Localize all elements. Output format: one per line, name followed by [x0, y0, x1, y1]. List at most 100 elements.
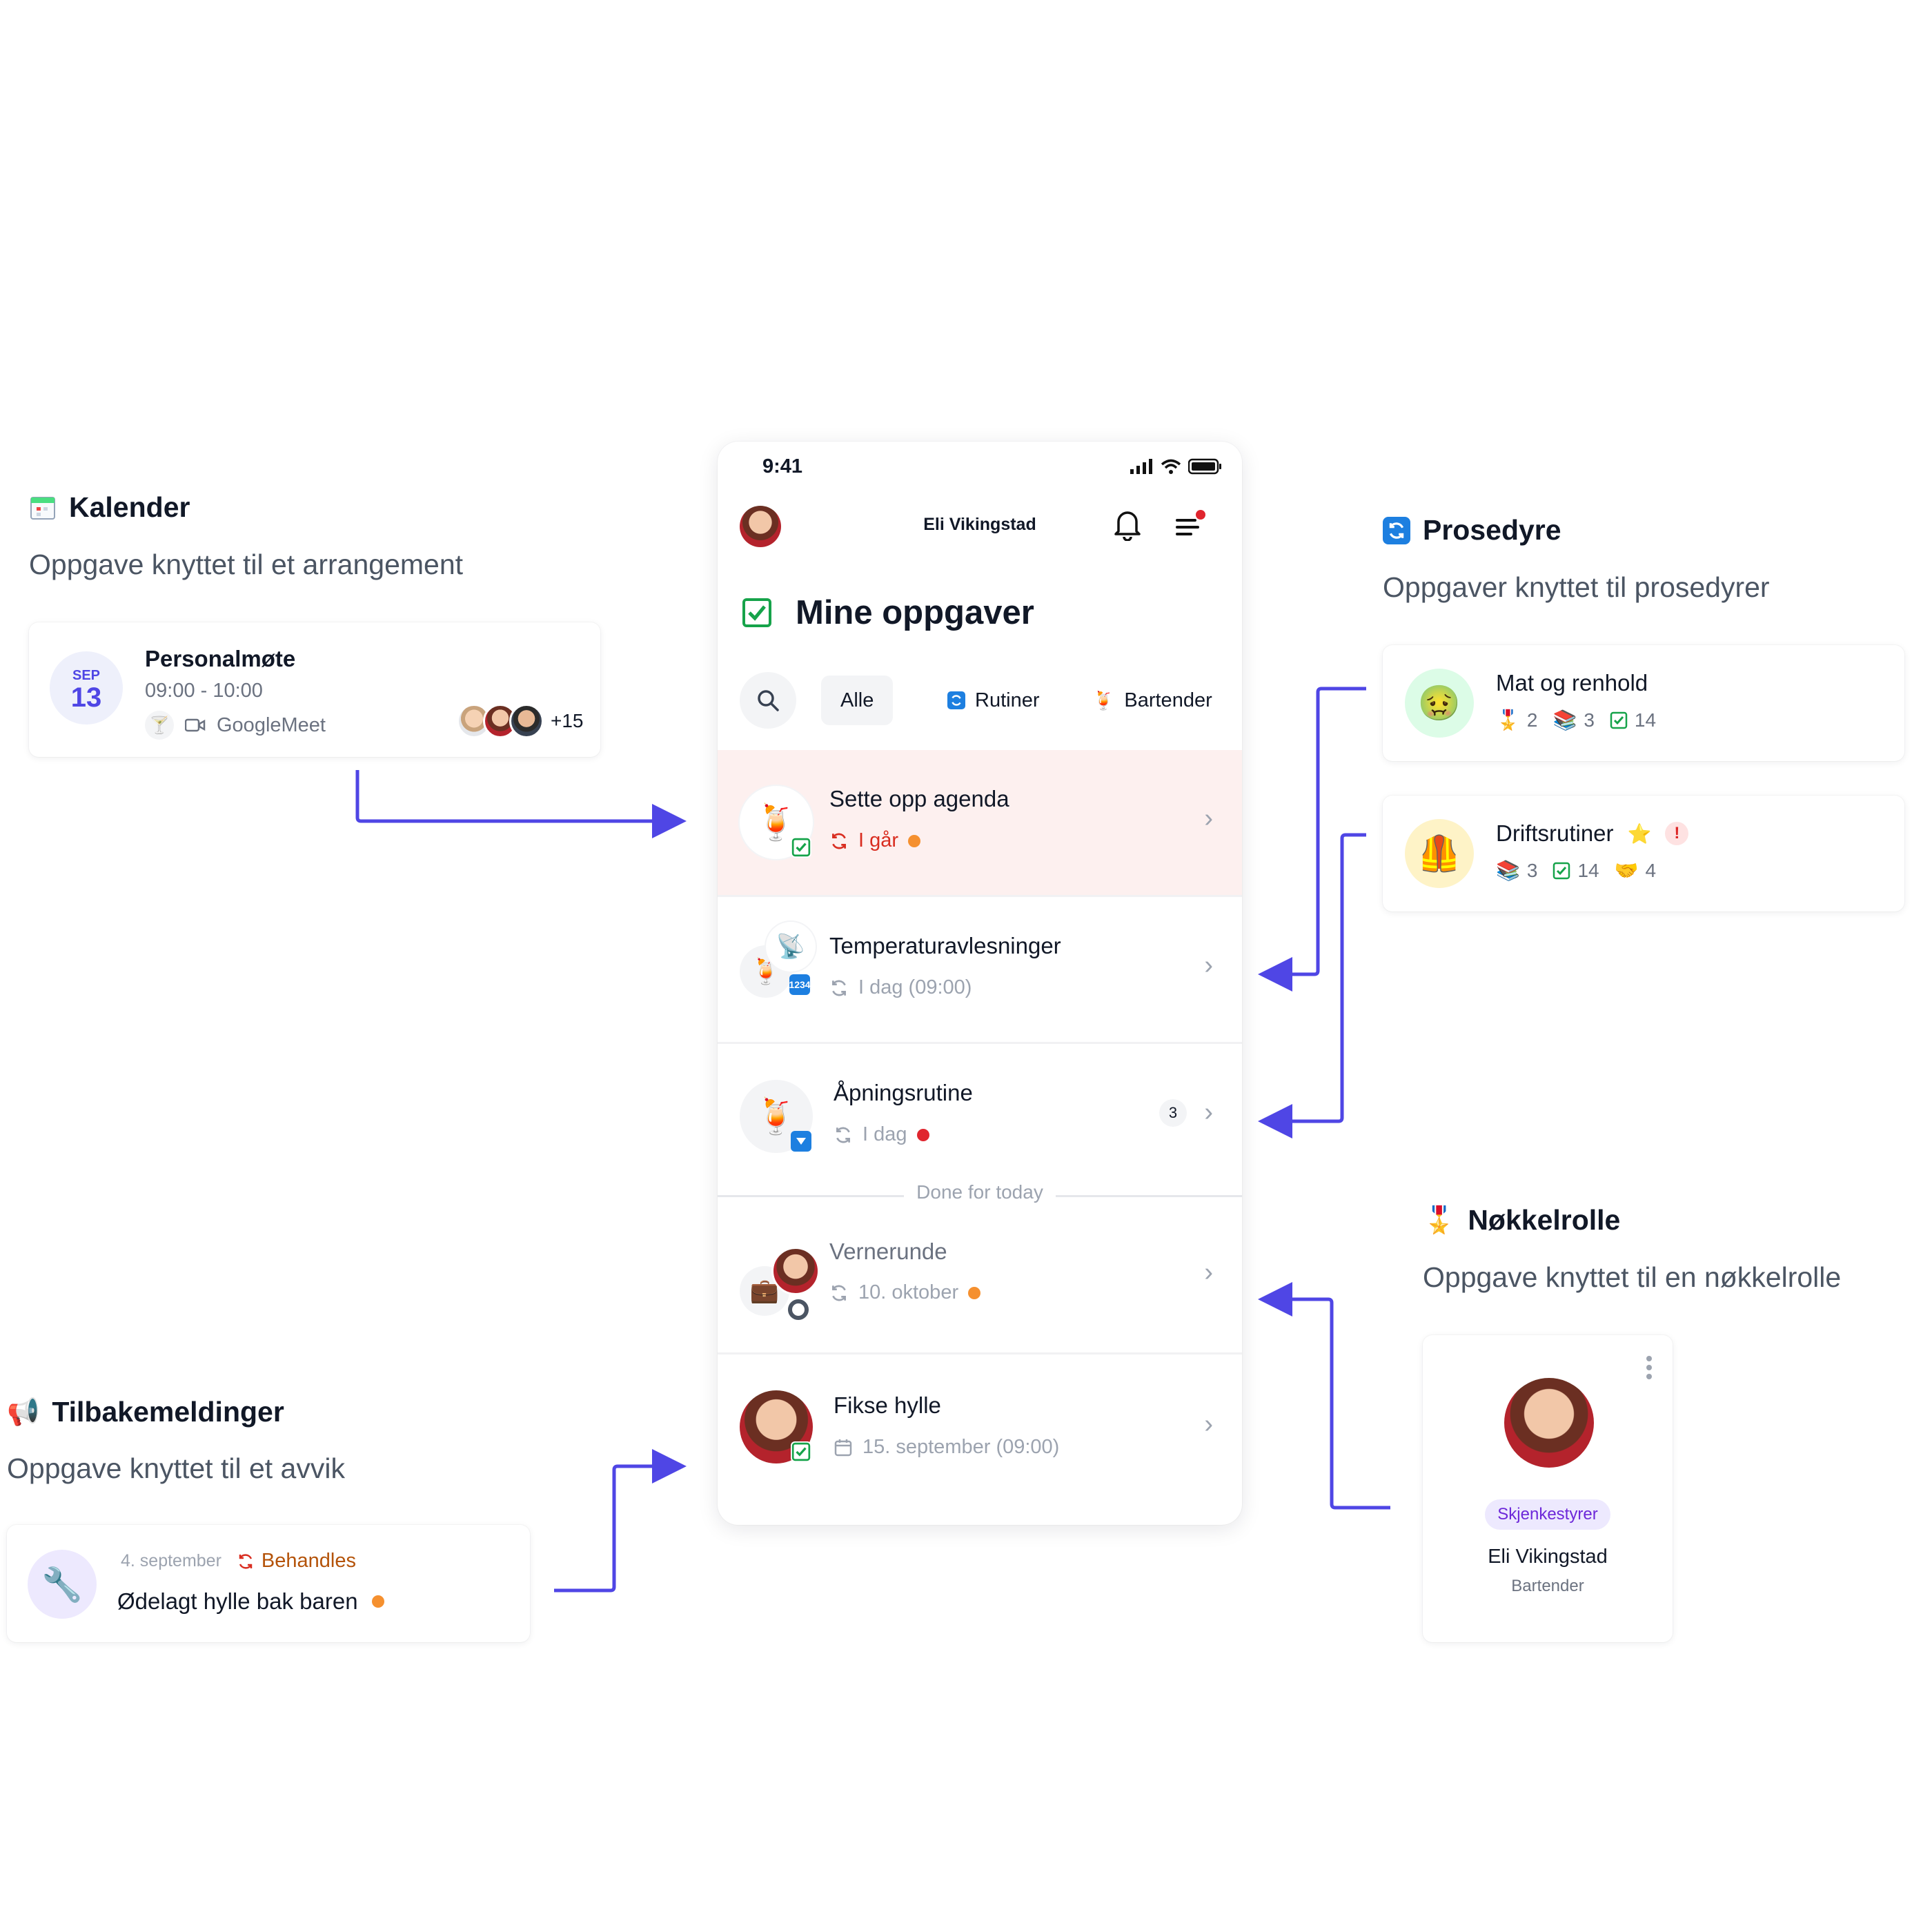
keyrole-section-subtitle: Oppgave knyttet til en nøkkelrolle: [1423, 1261, 1842, 1293]
filter-tab-all[interactable]: Alle: [821, 676, 894, 725]
books-icon: 📚: [1552, 709, 1577, 731]
keyrole-section-title: 🎖️ Nøkkelrolle: [1423, 1204, 1621, 1236]
alert-icon: !: [1665, 822, 1689, 845]
bell-icon[interactable]: [1112, 508, 1143, 544]
search-icon: [758, 690, 779, 711]
checkbox-icon: [742, 598, 772, 628]
attendee-avatar: [509, 704, 544, 738]
status-dot: [916, 1128, 929, 1141]
chevron-right-icon: ›: [1204, 1098, 1213, 1127]
avatar: [771, 1247, 820, 1295]
books-stat: 📚3: [1552, 709, 1595, 731]
person-position: Bartender: [1511, 1577, 1584, 1595]
status-dot: [371, 1595, 384, 1608]
task-row[interactable]: Fikse hylle 15. september (09:00) ›: [718, 1354, 1242, 1499]
chevron-down-icon: [791, 1131, 811, 1152]
checkbox-icon: [791, 1441, 811, 1462]
procedure-title: Mat og renhold: [1496, 670, 1648, 696]
task-meta: I dag: [834, 1123, 929, 1146]
task-meta: 10. oktober: [829, 1281, 981, 1304]
more-options-icon[interactable]: [1646, 1356, 1653, 1379]
procedure-title: Driftsrutiner: [1496, 820, 1614, 846]
task-title: Åpningsrutine: [834, 1080, 973, 1105]
feedback-section-subtitle: Oppgave knyttet til et avvik: [7, 1452, 345, 1484]
cocktail-icon: 🍸: [145, 711, 174, 740]
done-divider-label: Done for today: [718, 1181, 1242, 1203]
books-icon: 📚: [1496, 860, 1520, 881]
checkbox-icon: [1610, 711, 1628, 729]
event-title: Personalmøte: [145, 646, 296, 671]
refresh-icon: [1383, 516, 1410, 544]
checkbox-icon: [1552, 862, 1570, 880]
refresh-icon: [947, 691, 965, 709]
count-badge: 3: [1159, 1099, 1187, 1127]
tasks-stat: 14: [1552, 860, 1599, 882]
chevron-right-icon: ›: [1204, 1258, 1213, 1287]
search-button[interactable]: [740, 672, 796, 729]
task-meta: I går: [829, 829, 921, 852]
filter-tab-routines[interactable]: Rutiner: [928, 676, 1059, 725]
safety-vest-icon: 🦺: [1405, 819, 1474, 888]
status-dot: [968, 1286, 981, 1299]
nauseated-face-icon: 🤢: [1405, 669, 1474, 738]
keyrole-stat: 🎖️2: [1496, 709, 1538, 731]
chevron-right-icon: ›: [1204, 1410, 1213, 1439]
event-time: 09:00 - 10:00: [145, 680, 263, 702]
chevron-right-icon: ›: [1204, 804, 1213, 833]
role-badge: Skjenkestyrer: [1485, 1499, 1610, 1530]
meeting-provider: GoogleMeet: [217, 713, 326, 736]
task-title: Sette opp agenda: [829, 786, 1009, 811]
extra-attendees-count: +15: [551, 710, 584, 731]
calendar-section-subtitle: Oppgave knyttet til et arrangement: [29, 549, 464, 580]
task-row[interactable]: 💼 Vernerunde 10. oktober ›: [718, 1211, 1242, 1354]
calendar-event-card[interactable]: SEP 13 Personalmøte 09:00 - 10:00 🍸 Goog…: [29, 622, 600, 757]
refresh-icon: [237, 1552, 255, 1570]
event-date-badge: SEP 13: [50, 651, 123, 724]
task-title: Temperaturavlesninger: [829, 933, 1061, 958]
task-title: Fikse hylle: [834, 1392, 941, 1418]
calendar-icon: [29, 494, 57, 522]
status-icons: [1130, 458, 1223, 475]
attendee-stack[interactable]: +15: [457, 704, 584, 738]
feedback-date: 4. september: [121, 1551, 221, 1570]
chevron-right-icon: ›: [1204, 951, 1213, 980]
procedure-card[interactable]: 🦺 Driftsrutiner ⭐ ! 📚3 14 🤝4: [1383, 796, 1904, 911]
task-meta: 15. september (09:00): [834, 1436, 1059, 1459]
task-row[interactable]: 🍹 Sette opp agenda I går ›: [718, 750, 1242, 897]
status-dot: [908, 834, 921, 847]
megaphone-icon: 📢: [7, 1397, 40, 1427]
tasks-stat: 14: [1610, 709, 1656, 731]
star-icon: ⭐: [1627, 822, 1652, 845]
calendar-icon: [834, 1439, 852, 1456]
calendar-section-title: Kalender: [29, 491, 190, 524]
wifi-icon: [1161, 459, 1181, 474]
task-row[interactable]: 🍹 Åpningsrutine I dag 3 ›: [718, 1044, 1242, 1189]
wrench-icon: 🔧: [28, 1550, 97, 1619]
feedback-card[interactable]: 🔧 4. september Behandles Ødelagt hylle b…: [7, 1525, 530, 1642]
books-stat: 📚3: [1496, 859, 1538, 882]
status-time: 9:41: [762, 455, 803, 477]
user-avatar[interactable]: [740, 506, 781, 547]
handshake-stat: 🤝4: [1614, 859, 1657, 882]
user-name: Eli Vikingstad: [923, 515, 1036, 534]
keyrole-card[interactable]: Skjenkestyrer Eli Vikingstad Bartender: [1423, 1335, 1673, 1642]
procedure-section-subtitle: Oppgaver knyttet til prosedyrer: [1383, 571, 1770, 603]
refresh-icon: [832, 833, 846, 849]
feedback-title: Ødelagt hylle bak baren: [117, 1588, 358, 1614]
battery-icon: [1188, 458, 1221, 475]
procedure-section-title: Prosedyre: [1383, 514, 1561, 546]
checkbox-icon: [791, 837, 811, 858]
filter-tab-bartender[interactable]: 🍹 Bartender: [1092, 689, 1212, 711]
video-icon: [185, 718, 206, 733]
ring-icon: [788, 1299, 809, 1320]
menu-icon[interactable]: [1174, 509, 1206, 543]
task-row[interactable]: 🍹 📡 1234 Temperaturavlesninger I dag (09…: [718, 897, 1242, 1044]
medal-icon: 🎖️: [1496, 709, 1520, 731]
numbers-icon: 1234: [789, 974, 811, 995]
procedure-card[interactable]: 🤢 Mat og renhold 🎖️2 📚3 14: [1383, 645, 1904, 761]
page-title: Mine oppgaver: [742, 593, 1034, 632]
refresh-icon: [836, 1127, 850, 1143]
refresh-icon: [832, 1285, 846, 1301]
task-meta: I dag (09:00): [829, 976, 972, 999]
